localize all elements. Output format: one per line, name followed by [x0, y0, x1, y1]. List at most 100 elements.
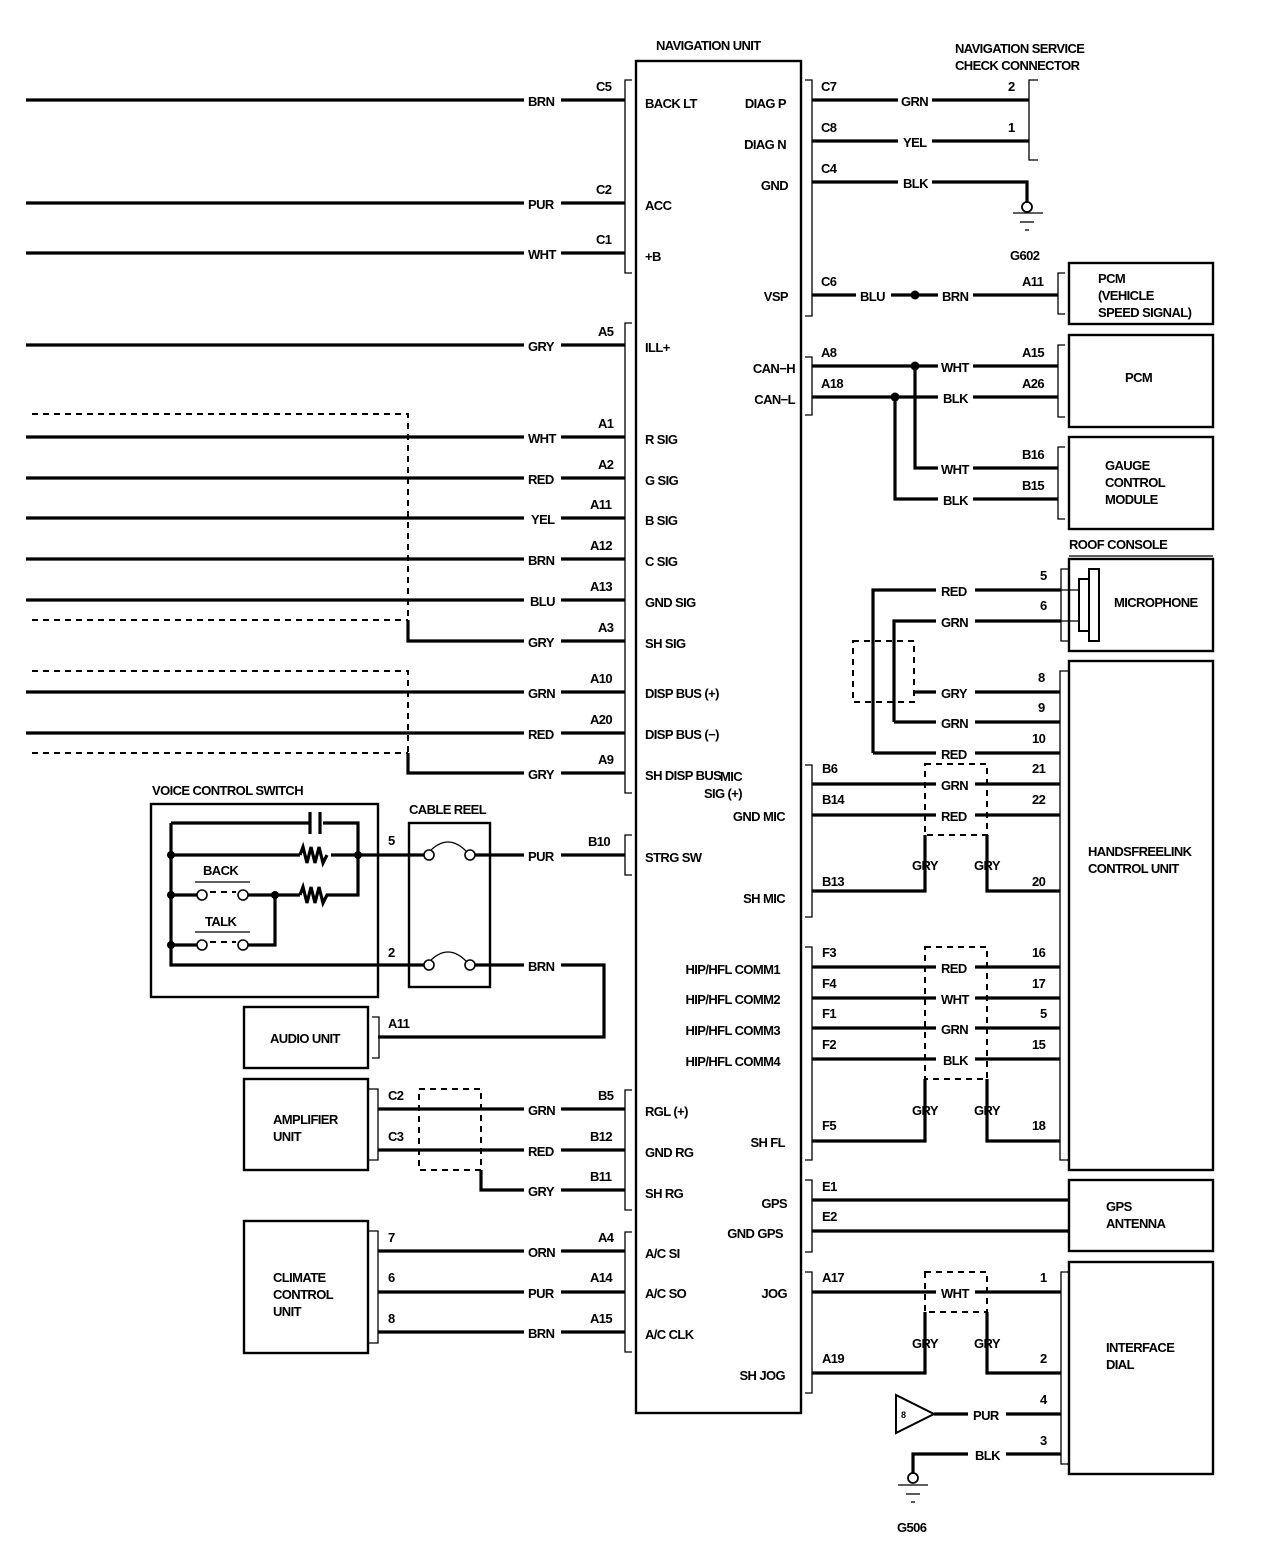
pin-label: B11 — [590, 1169, 612, 1184]
connector-a-left — [624, 322, 632, 794]
connector-b10 — [624, 834, 632, 876]
signal-c-sig: C SIG — [645, 554, 678, 569]
roof-console-label: ROOF CONSOLE — [1069, 537, 1168, 552]
navigation-unit-title: NAVIGATION UNIT — [656, 38, 761, 53]
pcm-vss: PCM (VEHICLE SPEED SIGNAL) BLU BRN C6 A1… — [812, 261, 1215, 326]
hfl-box — [1067, 659, 1215, 1172]
gps-label-1: GPS — [1106, 1199, 1133, 1214]
wire-label: PUR — [528, 197, 555, 212]
pin-label: 6 — [388, 1270, 395, 1285]
pin-label: C1 — [596, 232, 612, 247]
signal-gnd: GND — [761, 178, 788, 193]
splice-dot — [910, 290, 920, 300]
back-switch-label: BACK — [203, 863, 239, 878]
pin-label: 16 — [1032, 945, 1046, 960]
wire-label: RED — [941, 747, 967, 762]
signal-sh-disp-bus: SH DISP BUS — [645, 768, 722, 783]
wire-label: RED — [528, 727, 554, 742]
connector-can — [805, 356, 813, 416]
signal-gnd-gps: GND GPS — [727, 1226, 784, 1241]
pin-label: C2 — [596, 182, 612, 197]
dial-label-2: DIAL — [1106, 1357, 1135, 1372]
signal-disp-bus-minus: DISP BUS (−) — [645, 727, 719, 742]
wire-label: GRY — [912, 858, 939, 873]
hfl-label-1: HANDSFREELINK — [1088, 844, 1193, 859]
wire-gry-a3 — [406, 620, 625, 643]
climate-label-2: CONTROL — [273, 1287, 334, 1302]
ground-g602-icon — [1021, 201, 1033, 213]
gps-label-2: ANTENNA — [1106, 1216, 1167, 1231]
resistor-1-icon — [298, 841, 329, 868]
pin-label: A10 — [590, 671, 612, 686]
wire-label: GRN — [528, 1103, 555, 1118]
signal-gnd-sig: GND SIG — [645, 595, 696, 610]
voice-switch-box — [149, 802, 380, 999]
wire-gry-hfl-18 — [985, 1079, 1060, 1143]
climate-label-3: UNIT — [273, 1304, 302, 1319]
pin-label: A3 — [598, 620, 614, 635]
pin-label: C3 — [388, 1129, 404, 1144]
hfl-connector — [1059, 670, 1069, 1161]
cable-reel-title: CABLE REEL — [409, 802, 487, 817]
junction-dot — [354, 851, 362, 859]
wire-label: BRN — [942, 289, 969, 304]
climate-connector — [368, 1230, 379, 1344]
voice-switch-pin-2: 2 — [388, 945, 395, 960]
wire-gry-dial-2 — [985, 1312, 1061, 1375]
connector-c-left — [624, 79, 632, 274]
wire-label: GRY — [528, 635, 555, 650]
signal-strg-sw: STRG SW — [645, 850, 703, 865]
pin-label: A15 — [1022, 345, 1044, 360]
pcm-box — [1067, 333, 1215, 429]
amplifier-label-1: AMPLIFIER — [273, 1112, 339, 1127]
audio-unit-box — [242, 1005, 370, 1070]
junction-dot — [167, 851, 175, 859]
climate-label-1: CLIMATE — [273, 1270, 327, 1285]
pin-label: 15 — [1032, 1037, 1046, 1052]
wire-label: YEL — [531, 512, 555, 527]
signal-mic-sig-line2: SIG (+) — [704, 786, 742, 801]
signal-comm1: HIP/HFL COMM1 — [685, 962, 780, 977]
nav-right-signals: DIAG P DIAG N GND VSP CAN−H CAN−L MIC SI… — [685, 96, 796, 1383]
pin-label: F1 — [822, 1006, 836, 1021]
pin-label: C6 — [821, 274, 837, 289]
signal-comm2: HIP/HFL COMM2 — [685, 992, 780, 1007]
wire-label: BRN — [528, 553, 555, 568]
ground-g602-label: G602 — [1010, 248, 1040, 263]
pin-label: A18 — [821, 376, 843, 391]
pin-label: A17 — [822, 1270, 844, 1285]
pin-label: F3 — [822, 945, 836, 960]
wire-label: RED — [528, 472, 554, 487]
wire-gry-b11 — [479, 1170, 625, 1192]
pin-label: E2 — [822, 1209, 837, 1224]
ground-g506-label: G506 — [897, 1520, 927, 1535]
talk-switch-contact — [196, 939, 208, 951]
cable-reel-box — [407, 821, 492, 989]
wire-label: PUR — [528, 1286, 555, 1301]
pin-label: F2 — [822, 1037, 836, 1052]
cable-reel-terminal — [464, 959, 476, 971]
wire-label: WHT — [528, 431, 556, 446]
wire-label: WHT — [941, 360, 969, 375]
service-connector-title-2: CHECK CONNECTOR — [955, 58, 1081, 73]
dial-label-1: INTERFACE — [1106, 1340, 1175, 1355]
pin-label: 9 — [1038, 700, 1045, 715]
service-connector-title-1: NAVIGATION SERVICE — [955, 41, 1085, 56]
signal-r-sig: R SIG — [645, 432, 678, 447]
wire-label: RED — [941, 809, 967, 824]
signal-g-sig: G SIG — [645, 473, 679, 488]
wire-gry-b13 — [812, 835, 927, 893]
back-switch-contact — [237, 889, 249, 901]
shield-comm — [924, 946, 988, 1080]
gps-antenna-box — [1067, 1178, 1215, 1253]
microphone-connector — [1060, 568, 1069, 642]
wire-label: RED — [941, 961, 967, 976]
pin-label: 1 — [1040, 1270, 1047, 1285]
pin-label: C7 — [821, 79, 837, 94]
pin-label: A1 — [598, 416, 614, 431]
pcm-vss-box — [1067, 261, 1215, 326]
wire-grn-mic — [892, 619, 1061, 722]
signal-gnd-rg: GND RG — [645, 1145, 694, 1160]
cable-reel-contact-lower — [428, 951, 468, 963]
